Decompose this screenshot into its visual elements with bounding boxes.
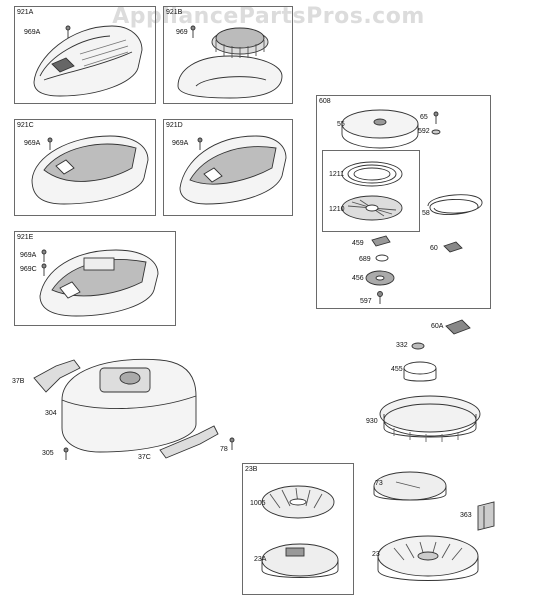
cover-921e (39, 249, 159, 317)
screw-65-icon (433, 111, 439, 124)
baffle-37c (159, 425, 219, 459)
part-label-969c: 969C (20, 266, 37, 273)
cover-921d (179, 135, 287, 205)
starter-housing-55 (341, 109, 419, 149)
group-921a-frame (14, 6, 156, 104)
screw-597-icon (377, 291, 383, 304)
part-label-592: 592 (418, 128, 430, 135)
group-921b-label: 921B (166, 9, 183, 16)
part-label-60a: 60A (431, 323, 444, 330)
part-label-969a: 969A (20, 252, 37, 259)
screw-969a-icon (197, 137, 203, 150)
part-label-60: 60 (430, 245, 438, 252)
part-label-969a: 969A (24, 140, 41, 147)
group-921e-label: 921E (17, 234, 34, 241)
group-921c-label: 921C (17, 122, 34, 129)
screw-969a-icon (41, 249, 47, 262)
flywheel-fan-1005 (261, 485, 335, 519)
nut-332-icon (411, 342, 425, 350)
group-921b-frame (163, 6, 293, 104)
part-label-969: 969 (176, 29, 188, 36)
group-921d-label: 921D (166, 122, 183, 129)
washer-592-icon (431, 129, 441, 135)
part-label-304: 304 (45, 410, 57, 417)
part-label-459: 459 (352, 240, 364, 247)
part-label-78: 78 (220, 446, 228, 453)
part-label-37c: 37C (138, 454, 151, 461)
part-label-455: 455 (391, 366, 403, 373)
screw-969c-icon (41, 263, 47, 276)
part-label-55: 55 (337, 121, 345, 128)
rotating-screen-930 (379, 395, 481, 442)
part-label-930: 930 (366, 418, 378, 425)
pulley-1210 (341, 195, 403, 221)
blower-housing-304 (61, 358, 197, 453)
part-label-597: 597 (360, 298, 372, 305)
cover-921c (31, 135, 149, 205)
screen-plate-73 (373, 471, 447, 501)
screw-969-icon (190, 25, 196, 38)
flywheel-23 (377, 535, 479, 581)
group-608-frame (316, 95, 491, 309)
part-label-23: 23 (372, 551, 380, 558)
group-608-label: 608 (319, 98, 331, 105)
baffle-37b (33, 359, 81, 393)
part-label-73: 73 (375, 480, 383, 487)
part-label-305: 305 (42, 450, 54, 457)
part-label-58: 58 (422, 210, 430, 217)
group-23b-label: 23B (245, 466, 258, 473)
part-label-456: 456 (352, 275, 364, 282)
bracket-363 (477, 501, 495, 531)
screw-969a-icon (47, 137, 53, 150)
part-label-65: 65 (420, 114, 428, 121)
part-label-23a: 23A (254, 556, 267, 563)
group-921a-label: 921A (17, 9, 34, 16)
part-label-969a: 969A (172, 140, 189, 147)
starter-rope-58 (427, 194, 483, 215)
group-921d-frame (163, 119, 293, 216)
part-label-969a: 969A (24, 29, 41, 36)
cover-921a (33, 25, 143, 97)
part-label-363: 363 (460, 512, 472, 519)
cover-921b (177, 27, 283, 99)
spring-689-icon (375, 254, 389, 262)
part-label-1211: 1211 (329, 171, 345, 178)
starter-handle-60 (443, 241, 463, 253)
retainer-456 (365, 270, 395, 286)
part-label-1005: 1005 (250, 500, 266, 507)
starter-dog-459 (371, 235, 391, 247)
part-label-332: 332 (396, 342, 408, 349)
starter-cup-455 (403, 361, 437, 382)
part-label-37b: 37B (12, 378, 25, 385)
part-label-1210: 1210 (329, 206, 345, 213)
group-23b-frame (242, 463, 354, 595)
screw-305-icon (63, 447, 69, 460)
screw-969a-icon (65, 25, 71, 38)
screw-78-icon (229, 437, 235, 450)
part-label-689: 689 (359, 256, 371, 263)
group-921e-frame (14, 231, 176, 326)
rewind-spring-1211 (341, 161, 403, 187)
flywheel-23a (261, 543, 339, 578)
group-921c-frame (14, 119, 156, 216)
group-608-inner-frame (322, 150, 420, 232)
starter-handle-60a (445, 319, 471, 335)
watermark: AppliancePartsPros.com (112, 4, 425, 29)
